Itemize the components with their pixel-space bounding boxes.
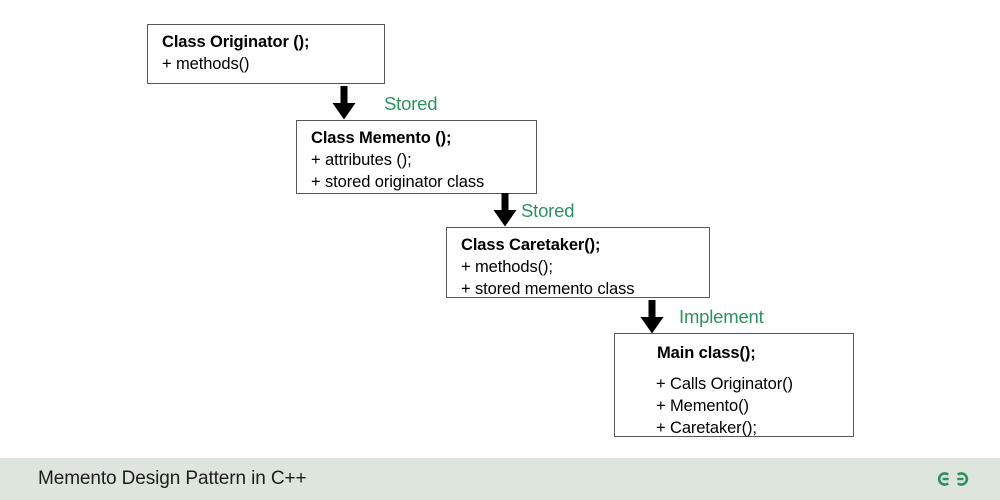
class-box-title: Class Caretaker(); bbox=[461, 236, 601, 254]
edge-label-implement: Implement bbox=[679, 306, 764, 327]
footer-bar: Memento Design Pattern in C++ bbox=[0, 458, 1000, 500]
edge-label-stored-1: Stored bbox=[384, 93, 438, 114]
class-box-member: + stored memento class bbox=[461, 280, 635, 299]
class-box-originator: Class Originator (); + methods() bbox=[147, 24, 385, 84]
down-arrow-icon bbox=[492, 193, 518, 227]
class-box-caretaker: Class Caretaker(); + methods(); + stored… bbox=[446, 227, 710, 298]
class-box-member: + methods(); bbox=[461, 258, 553, 277]
class-box-member: + attributes (); bbox=[311, 151, 412, 170]
class-box-title: Class Originator (); bbox=[162, 33, 310, 51]
footer-title: Memento Design Pattern in C++ bbox=[38, 468, 307, 489]
down-arrow-icon bbox=[331, 86, 357, 120]
class-box-members: + Calls Originator() + Memento() + Caret… bbox=[629, 374, 841, 440]
class-box-main: Main class(); + Calls Originator() + Mem… bbox=[614, 333, 854, 437]
class-box-member: + stored originator class bbox=[311, 173, 485, 192]
class-box-member: + Memento() bbox=[656, 397, 749, 416]
class-box-member: + Caretaker(); bbox=[656, 419, 757, 438]
edge-label-stored-2: Stored bbox=[521, 200, 575, 221]
down-arrow-icon bbox=[639, 300, 665, 334]
class-box-member: + methods() bbox=[162, 55, 250, 74]
class-box-title: Class Memento (); bbox=[311, 129, 452, 147]
class-box-member: + Calls Originator() bbox=[656, 375, 793, 394]
class-box-memento: Class Memento (); + attributes (); + sto… bbox=[296, 120, 537, 194]
geeksforgeeks-logo bbox=[932, 464, 974, 494]
class-box-title: Main class(); bbox=[657, 344, 756, 362]
